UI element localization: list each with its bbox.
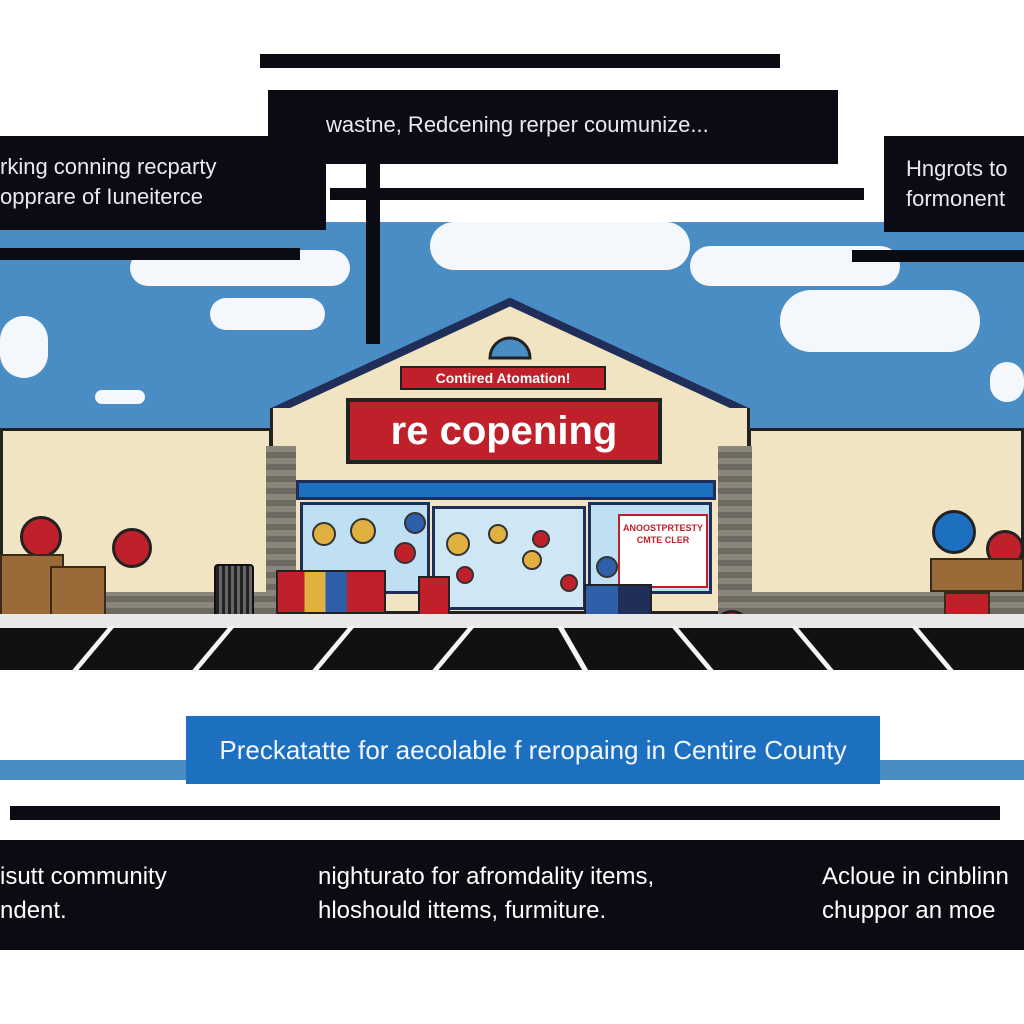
window-decoration	[532, 530, 550, 548]
sidewalk	[0, 614, 1024, 628]
window-decoration	[456, 566, 474, 584]
parking-lot	[0, 626, 1024, 672]
cloud	[990, 362, 1024, 402]
merchandise-pile	[276, 570, 386, 614]
store-entrance-door[interactable]	[432, 506, 586, 610]
window-decoration	[394, 542, 416, 564]
cloud	[0, 316, 48, 378]
top-rule	[260, 54, 780, 68]
callout-rule	[0, 248, 300, 260]
window-decoration	[350, 518, 376, 544]
window-decoration	[522, 550, 542, 570]
callout-top-center: wastne, Redcening rerper coumunize...	[268, 90, 838, 164]
headline-banner: Preckatatte for aecolable f reropaing in…	[186, 716, 880, 784]
footer-panel: isutt community ndent. nighturato for af…	[0, 840, 1024, 950]
store-pillar-right	[718, 446, 752, 614]
window-decoration	[560, 574, 578, 592]
footer-text-left: isutt community ndent.	[0, 863, 167, 924]
window-decoration	[488, 524, 508, 544]
footer-text-center: nighturato for afromdality items, hlosho…	[318, 863, 655, 924]
callout-rule	[852, 250, 1024, 262]
callout-right: Hngrots to formonent	[884, 136, 1024, 232]
wall-sign-circle	[932, 510, 976, 554]
merchandise-pile	[418, 576, 450, 616]
cloud	[780, 290, 980, 352]
footer-text-right: Acloue in cinblinn chuppor an moe	[822, 863, 1009, 924]
top-sign: Contired Atomation!	[400, 366, 606, 390]
furniture-crate	[930, 558, 1024, 592]
wall-sign-circle	[20, 516, 62, 558]
callout-rule	[330, 188, 864, 200]
callout-connector	[366, 164, 380, 344]
window-decoration	[446, 532, 470, 556]
store-awning	[296, 480, 716, 500]
furniture-crate	[50, 566, 106, 618]
cloud	[210, 298, 325, 330]
window-decoration	[596, 556, 618, 578]
store-main-sign: re copening	[346, 398, 662, 464]
callout-left: rking conning recparty opprare of Iuneit…	[0, 136, 326, 230]
window-decoration	[312, 522, 336, 546]
merchandise-pile	[584, 584, 652, 616]
wall-sign-circle	[112, 528, 152, 568]
cloud	[430, 222, 690, 270]
footer-rule	[10, 806, 1000, 820]
furniture-crate	[944, 592, 990, 618]
window-poster: ANOOSTPRTESTY CMTE CLER	[618, 514, 708, 588]
window-decoration	[404, 512, 426, 534]
cloud	[95, 390, 145, 404]
trash-can-icon	[214, 564, 254, 618]
